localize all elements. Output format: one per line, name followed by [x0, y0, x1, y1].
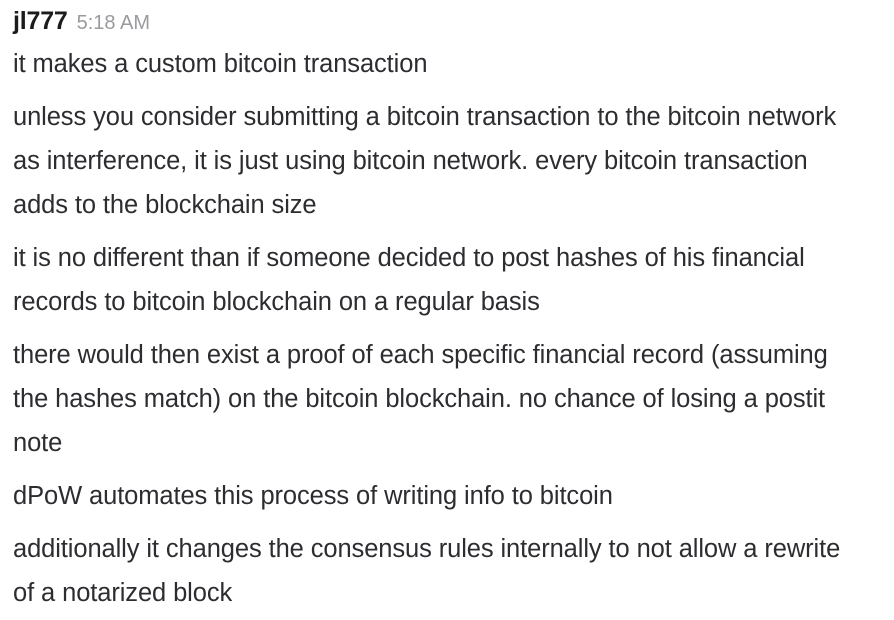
message-header: jl777 5:18 AM — [13, 6, 880, 40]
message-paragraph: there would then exist a proof of each s… — [13, 341, 835, 457]
message-paragraph: it makes a custom bitcoin transaction — [13, 50, 428, 78]
message-author[interactable]: jl777 — [13, 7, 68, 35]
message-paragraph: dPoW automates this process of writing i… — [13, 482, 613, 510]
message-paragraph: unless you consider submitting a bitcoin… — [13, 103, 844, 219]
message-paragraph: additionally it changes the consensus ru… — [13, 535, 848, 607]
message-paragraph: it is no different than if someone decid… — [13, 244, 812, 316]
message-timestamp[interactable]: 5:18 AM — [76, 12, 150, 34]
message-body: it makes a custom bitcoin transaction un… — [13, 42, 880, 615]
